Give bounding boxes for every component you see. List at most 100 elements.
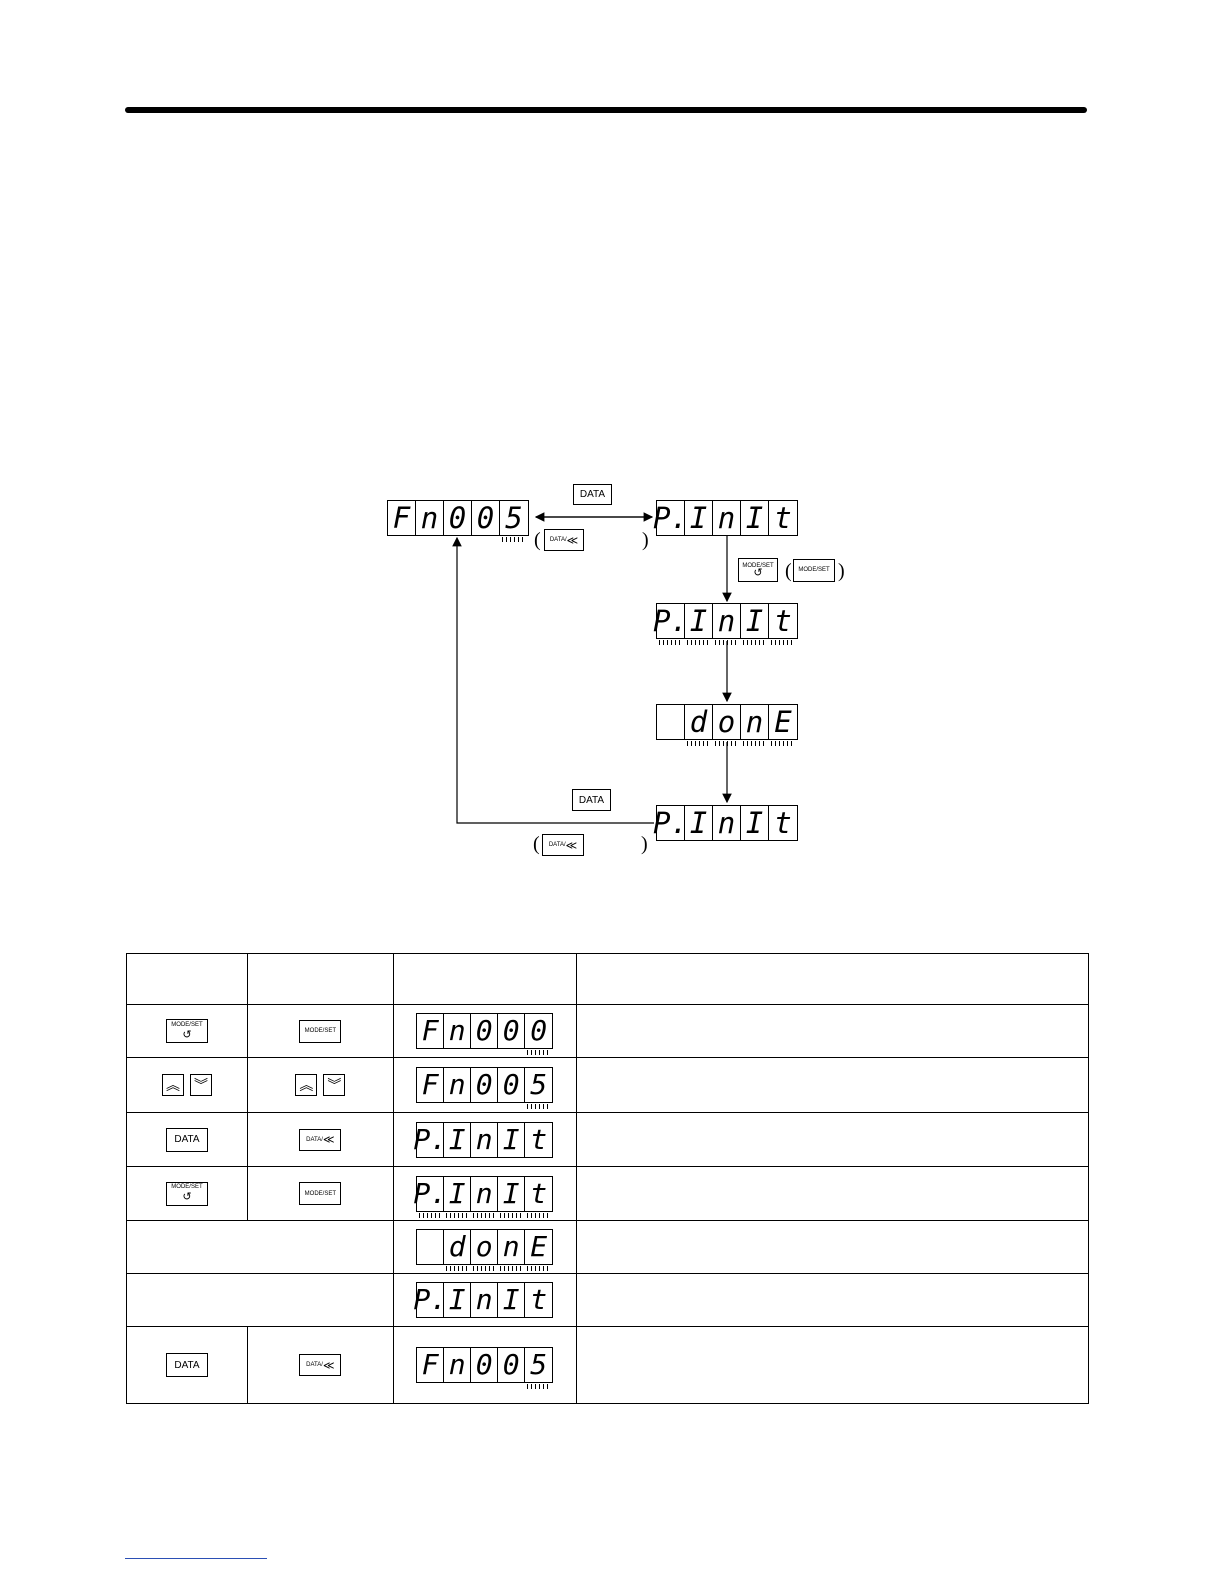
down-arrow-key[interactable]: ︾: [323, 1074, 346, 1096]
empty-key-cell: [126, 1273, 394, 1327]
description-cell: [575, 1057, 1090, 1113]
description-cell: [575, 1166, 1090, 1221]
table-row: P. I n I t: [126, 1273, 1090, 1327]
digit: P.: [413, 1122, 448, 1157]
key-label: MODE/SET: [171, 1184, 203, 1190]
footer-link-underline: [125, 1558, 267, 1559]
loop-arrow-icon: ↺: [182, 1028, 192, 1041]
digit: 0: [472, 501, 500, 535]
data-shift-key[interactable]: DATA/≪: [544, 529, 584, 551]
display-pinit-blinking: P. I n I t: [413, 1175, 554, 1218]
right-paren: ): [641, 833, 648, 855]
table-header-row: [126, 953, 1090, 1005]
data-shift-key[interactable]: DATA/≪: [299, 1354, 342, 1376]
digit: n: [713, 604, 741, 645]
key-label: DATA/: [549, 537, 567, 543]
double-left-chevron-icon: ≪: [322, 1134, 335, 1146]
digit: t: [525, 1177, 552, 1218]
digit: n: [444, 1348, 472, 1382]
digit: F: [388, 501, 416, 535]
arrow-return: [452, 536, 654, 824]
description-cell: [575, 1326, 1090, 1404]
digit: n: [471, 1122, 499, 1157]
table-row: DATA DATA/≪ P. I n I t: [126, 1112, 1090, 1167]
data-shift-key[interactable]: DATA/≪: [542, 834, 584, 856]
double-left-chevron-icon: ≪: [565, 839, 578, 852]
table-row: ︽︾ ︽︾ F n 0 0 5: [126, 1057, 1090, 1113]
digit: I: [741, 501, 769, 535]
digit: P.: [413, 1176, 448, 1218]
left-paren: (: [534, 529, 541, 551]
key-label: DATA/: [306, 1136, 323, 1143]
table-row: DATA DATA/≪ F n 0 0 5: [126, 1326, 1090, 1404]
header-cell: [246, 953, 394, 1005]
double-down-chevron-icon: ︾: [193, 1077, 208, 1093]
digit: I: [685, 806, 713, 840]
display-done: d o n E: [656, 704, 798, 746]
description-cell: [575, 1273, 1090, 1327]
header-cell: [392, 953, 577, 1005]
digit: d: [685, 705, 713, 746]
up-arrow-key[interactable]: ︽: [161, 1074, 184, 1096]
right-paren: ): [838, 560, 845, 582]
double-left-chevron-icon: ≪: [322, 1359, 335, 1372]
key-label: MODE/SET: [171, 1021, 203, 1028]
display-pinit: P. I n I t: [413, 1121, 554, 1158]
digit: n: [444, 1014, 472, 1048]
table-row: MODE/SET↺ MODE/SET F n 0 0 0: [126, 1004, 1090, 1058]
double-down-chevron-icon: ︾: [327, 1077, 342, 1093]
key-label: DATA/: [548, 842, 566, 848]
digit: I: [444, 1122, 472, 1157]
left-paren: (: [533, 833, 540, 855]
digit: n: [741, 705, 769, 746]
data-key[interactable]: DATA: [573, 484, 612, 505]
digit: t: [530, 1283, 548, 1316]
double-up-chevron-icon: ︽: [165, 1077, 180, 1093]
double-left-chevron-icon: ≪: [566, 534, 579, 547]
digit: n: [471, 1176, 499, 1218]
digit: F: [417, 1068, 445, 1102]
display-pinit-blinking: P. I n I t: [653, 603, 798, 645]
digit: 5: [500, 501, 528, 542]
digit: 0: [471, 1068, 499, 1102]
digit: 0: [498, 1068, 526, 1102]
digit: I: [685, 604, 713, 645]
digit: [417, 1230, 445, 1264]
data-key[interactable]: DATA: [165, 1127, 208, 1152]
digit: n: [416, 501, 444, 535]
digit: [657, 705, 685, 739]
digit: F: [417, 1014, 445, 1048]
digit: I: [741, 604, 769, 645]
mode-set-key[interactable]: MODE/SET↺: [165, 1019, 208, 1043]
digit: n: [713, 806, 741, 840]
display-fn005: F n 0 0 5: [416, 1347, 554, 1389]
digit: 5: [525, 1068, 552, 1109]
up-arrow-key[interactable]: ︽: [295, 1074, 318, 1096]
mode-set-key[interactable]: MODE/SET↺: [738, 558, 778, 582]
data-key[interactable]: DATA: [165, 1353, 208, 1377]
loop-arrow-icon: ↺: [753, 567, 763, 579]
digit: t: [774, 805, 792, 840]
digit: 0: [471, 1348, 499, 1382]
data-key[interactable]: DATA: [572, 789, 611, 811]
data-shift-key[interactable]: DATA/≪: [299, 1128, 342, 1151]
table-row: d o n E: [126, 1220, 1090, 1274]
digit: 5: [525, 1348, 552, 1389]
mode-set-key[interactable]: MODE/SET: [299, 1019, 342, 1043]
mode-set-key-alt[interactable]: MODE/SET: [793, 559, 835, 582]
digit: I: [444, 1176, 472, 1218]
digit: I: [444, 1283, 472, 1317]
display-pinit-1: P. I n I t: [653, 500, 798, 536]
display-fn000: F n 0 0 0: [416, 1013, 554, 1055]
key-label: MODE/SET: [742, 563, 774, 569]
mode-set-key[interactable]: MODE/SET: [299, 1182, 342, 1205]
digit: t: [769, 604, 797, 645]
mode-set-key[interactable]: MODE/SET↺: [165, 1181, 208, 1206]
display-pinit-final: P. I n I t: [653, 805, 798, 841]
digit: o: [471, 1230, 499, 1271]
description-cell: [575, 1112, 1090, 1167]
down-arrow-key[interactable]: ︾: [189, 1074, 212, 1096]
table-row: MODE/SET↺ MODE/SET P. I n I t: [126, 1166, 1090, 1221]
digit: I: [498, 1176, 526, 1218]
loop-arrow-icon: ↺: [182, 1191, 192, 1203]
